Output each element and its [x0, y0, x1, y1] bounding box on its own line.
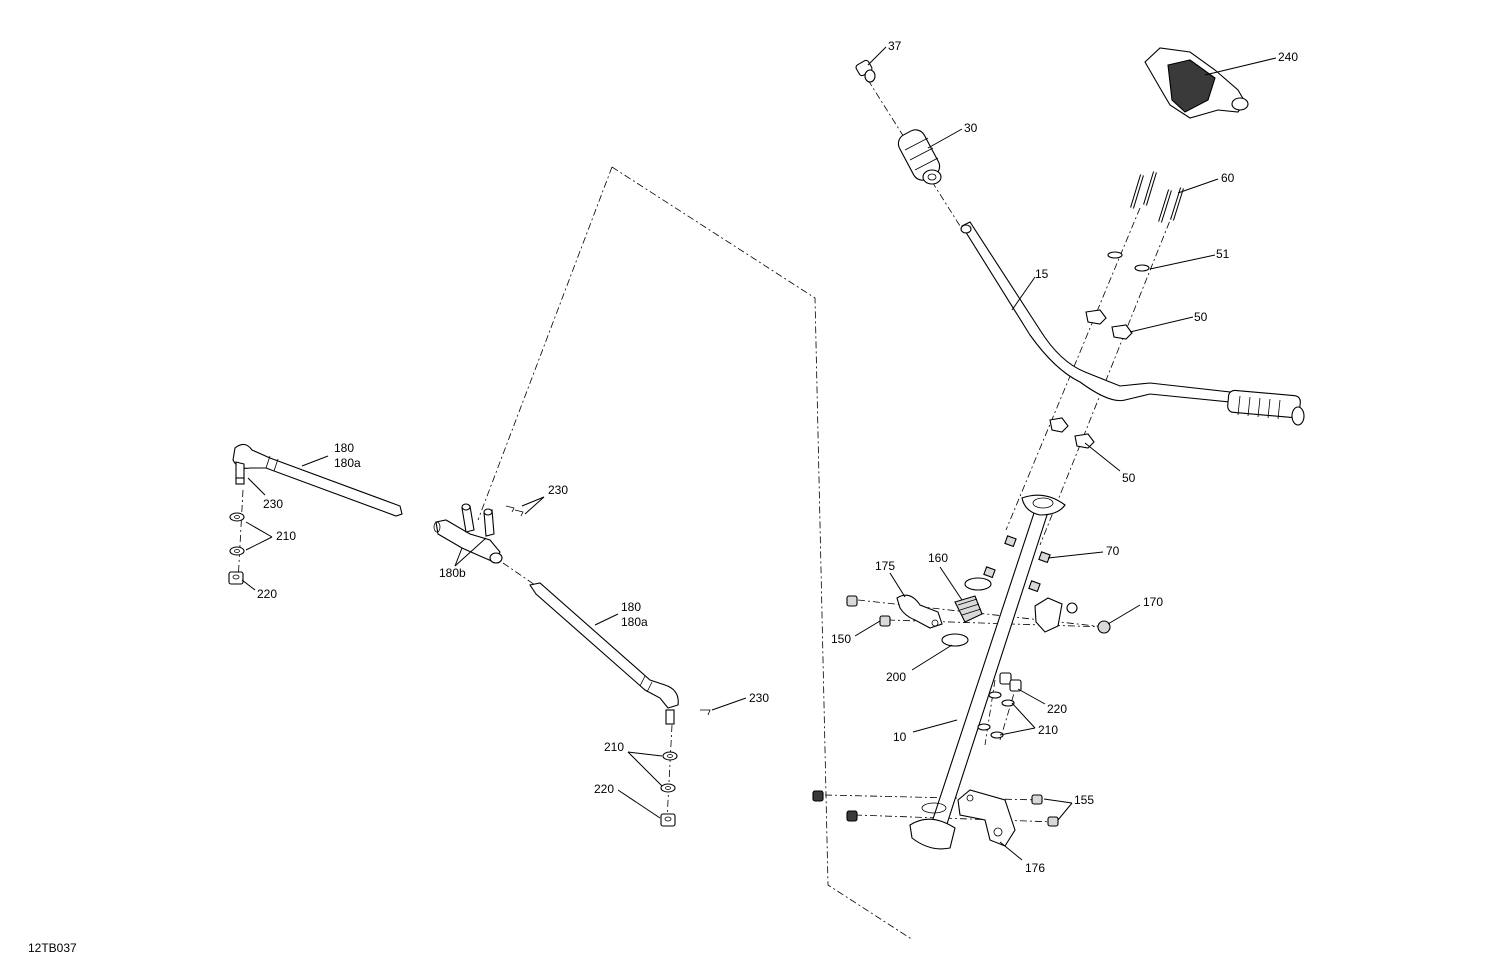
callout-180b: 180b [439, 566, 466, 580]
callout-180a-right: 180a [621, 615, 648, 629]
callout-10: 10 [893, 730, 907, 744]
callout-240: 240 [1278, 50, 1298, 64]
support-176 [957, 789, 1016, 847]
o-ring-200 [941, 633, 969, 647]
tie-rod-left-180 [232, 443, 403, 517]
callout-230-center: 230 [548, 483, 568, 497]
callout-170: 170 [1143, 595, 1163, 609]
callout-180-right: 180 [621, 600, 641, 614]
callout-155: 155 [1074, 793, 1094, 807]
callout-230-right: 230 [749, 691, 769, 705]
callout-176: 176 [1025, 861, 1045, 875]
diagram-id: 12TB037 [28, 941, 77, 955]
leader-lines [241, 46, 1277, 861]
clamps-50-lower [1049, 417, 1095, 449]
callout-51: 51 [1216, 247, 1230, 261]
callout-70: 70 [1106, 544, 1120, 558]
callout-180a-left: 180a [334, 456, 361, 470]
steering-column-10 [909, 494, 1066, 850]
callout-50-upper: 50 [1194, 310, 1208, 324]
nuts-left-column [812, 790, 858, 822]
handlebar-grip-30 [897, 129, 942, 185]
callout-210-right: 210 [1038, 723, 1058, 737]
callout-60: 60 [1221, 171, 1235, 185]
callout-220-left: 220 [257, 587, 277, 601]
callout-160: 160 [928, 551, 948, 565]
callout-labels: 37 30 240 60 51 15 50 50 70 170 160 175 … [28, 39, 1298, 955]
callout-180-left: 180 [334, 441, 354, 455]
bar-end-plug-37 [855, 59, 876, 83]
callout-37: 37 [888, 39, 902, 53]
callout-30: 30 [964, 121, 978, 135]
center-link-180b [433, 503, 503, 564]
cotter-pins-230 [505, 505, 524, 517]
o-ring-upper [964, 577, 992, 591]
handlebar-15 [960, 221, 1305, 426]
callout-50-lower: 50 [1122, 471, 1136, 485]
clamps-50-upper [1085, 309, 1133, 340]
callout-200: 200 [886, 670, 906, 684]
bolts-150 [846, 595, 891, 627]
bolts-155 [1031, 794, 1059, 827]
spacer-170 [1097, 620, 1111, 634]
column-nuts-washers [977, 672, 1022, 739]
callout-175: 175 [875, 559, 895, 573]
cotter-pin-right [700, 709, 711, 716]
left-washers-nut [228, 512, 245, 585]
bracket-175 [896, 594, 943, 629]
callout-210-left: 210 [276, 529, 296, 543]
washers-51 [1107, 251, 1150, 272]
callout-230-left: 230 [263, 497, 283, 511]
handlebar-cover-240 [1144, 47, 1249, 119]
bearing-160 [954, 595, 983, 623]
right-washers-nut [660, 751, 678, 827]
bolts-60 [1130, 171, 1184, 223]
callout-15: 15 [1035, 267, 1049, 281]
callout-220-right: 220 [1047, 702, 1067, 716]
nuts-70 [983, 535, 1051, 593]
tie-rod-right-180 [529, 582, 679, 725]
callout-150: 150 [831, 632, 851, 646]
bushing-holder [1034, 597, 1078, 633]
callout-220-lower: 220 [594, 782, 614, 796]
callout-210-lower: 210 [604, 740, 624, 754]
